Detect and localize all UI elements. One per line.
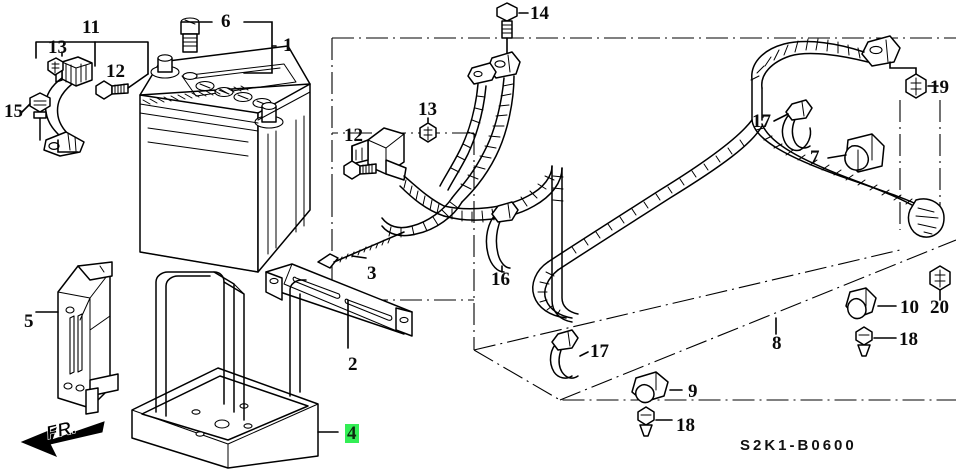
callout-16[interactable]: 16 — [491, 269, 510, 290]
callout-12[interactable]: 12 — [106, 61, 125, 82]
battery-tray-illustration — [131, 271, 339, 469]
callout-15[interactable]: 15 — [4, 101, 23, 122]
callout-4[interactable]: 4 — [345, 423, 359, 444]
callout-5[interactable]: 5 — [24, 311, 34, 332]
callout-17[interactable]: 17 — [752, 111, 771, 132]
callout-14[interactable]: 14 — [530, 3, 549, 24]
starter-cable-bolt-illustration — [496, 2, 529, 59]
callout-2[interactable]: 2 — [348, 354, 358, 375]
callout-1[interactable]: 1 — [283, 35, 293, 56]
callout-18[interactable]: 18 — [899, 329, 918, 350]
positive-battery-cable-illustration — [532, 35, 951, 357]
callout-8[interactable]: 8 — [772, 333, 782, 354]
callout-13[interactable]: 13 — [48, 37, 67, 58]
callout-17-lower[interactable]: 17 — [590, 341, 609, 362]
battery-ground-cable-illustration — [21, 41, 149, 157]
callout-6[interactable]: 6 — [221, 11, 231, 32]
callout-13-positive[interactable]: 13 — [418, 99, 437, 120]
callout-3[interactable]: 3 — [367, 263, 377, 284]
callout-19[interactable]: 19 — [930, 77, 949, 98]
hold-down-bar-illustration — [265, 231, 413, 349]
callout-10[interactable]: 10 — [900, 297, 919, 318]
callout-12-positive[interactable]: 12 — [344, 125, 363, 146]
diagram-code: S2K1-B0600 — [740, 437, 857, 454]
lower-clips-illustration — [549, 329, 683, 437]
front-direction-arrow — [20, 421, 105, 457]
callout-9[interactable]: 9 — [688, 381, 698, 402]
callout-18-lower[interactable]: 18 — [676, 415, 695, 436]
callout-11[interactable]: 11 — [82, 17, 100, 38]
battery-cable-harness-illustration — [343, 51, 579, 323]
callout-20[interactable]: 20 — [930, 297, 949, 318]
side-bracket-illustration — [35, 261, 119, 415]
callout-7[interactable]: 7 — [810, 147, 820, 168]
battery-illustration — [139, 17, 311, 273]
